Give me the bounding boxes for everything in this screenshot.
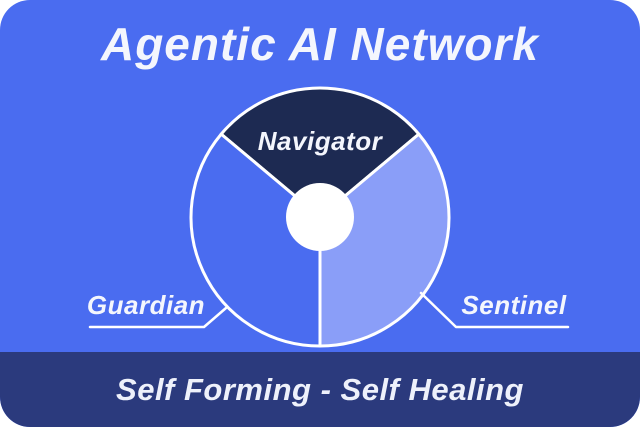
segment-label-sentinel: Sentinel — [461, 290, 566, 320]
segment-label-guardian: Guardian — [87, 290, 205, 320]
footer-tagline: Self Forming - Self Healing — [116, 371, 524, 407]
donut-hole — [286, 183, 354, 251]
footer-bar: Self Forming - Self Healing — [0, 352, 640, 427]
pie-segment-guardian — [189, 132, 322, 348]
leader-line-guardian — [88, 306, 228, 329]
pie-segment-navigator — [219, 86, 421, 219]
leader-line-sentinel — [419, 291, 570, 329]
segment-label-navigator: Navigator — [258, 126, 384, 156]
pie-segment-sentinel — [318, 132, 451, 348]
page-title: Agentic AI Network — [100, 18, 540, 70]
